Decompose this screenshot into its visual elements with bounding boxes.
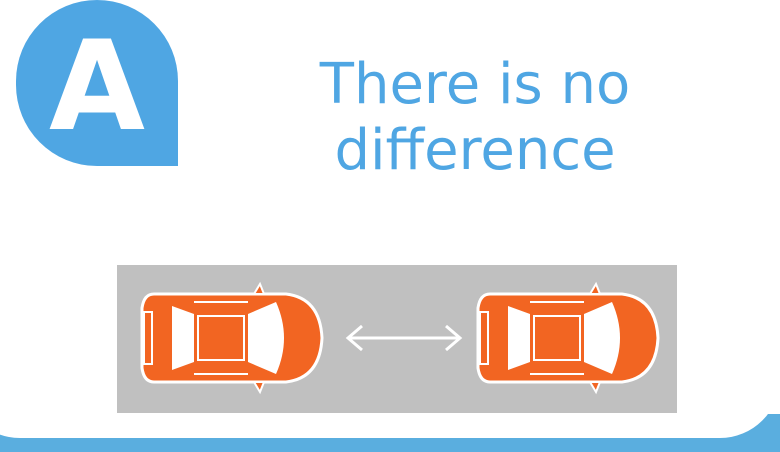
answer-text: There is no difference [255, 52, 695, 184]
answer-line-1: There is no [255, 52, 695, 118]
car-left-icon [136, 278, 326, 398]
answer-line-2: difference [255, 118, 695, 184]
car-right-icon [472, 278, 662, 398]
badge-letter: A [16, 0, 178, 166]
double-arrow-icon [340, 321, 468, 355]
